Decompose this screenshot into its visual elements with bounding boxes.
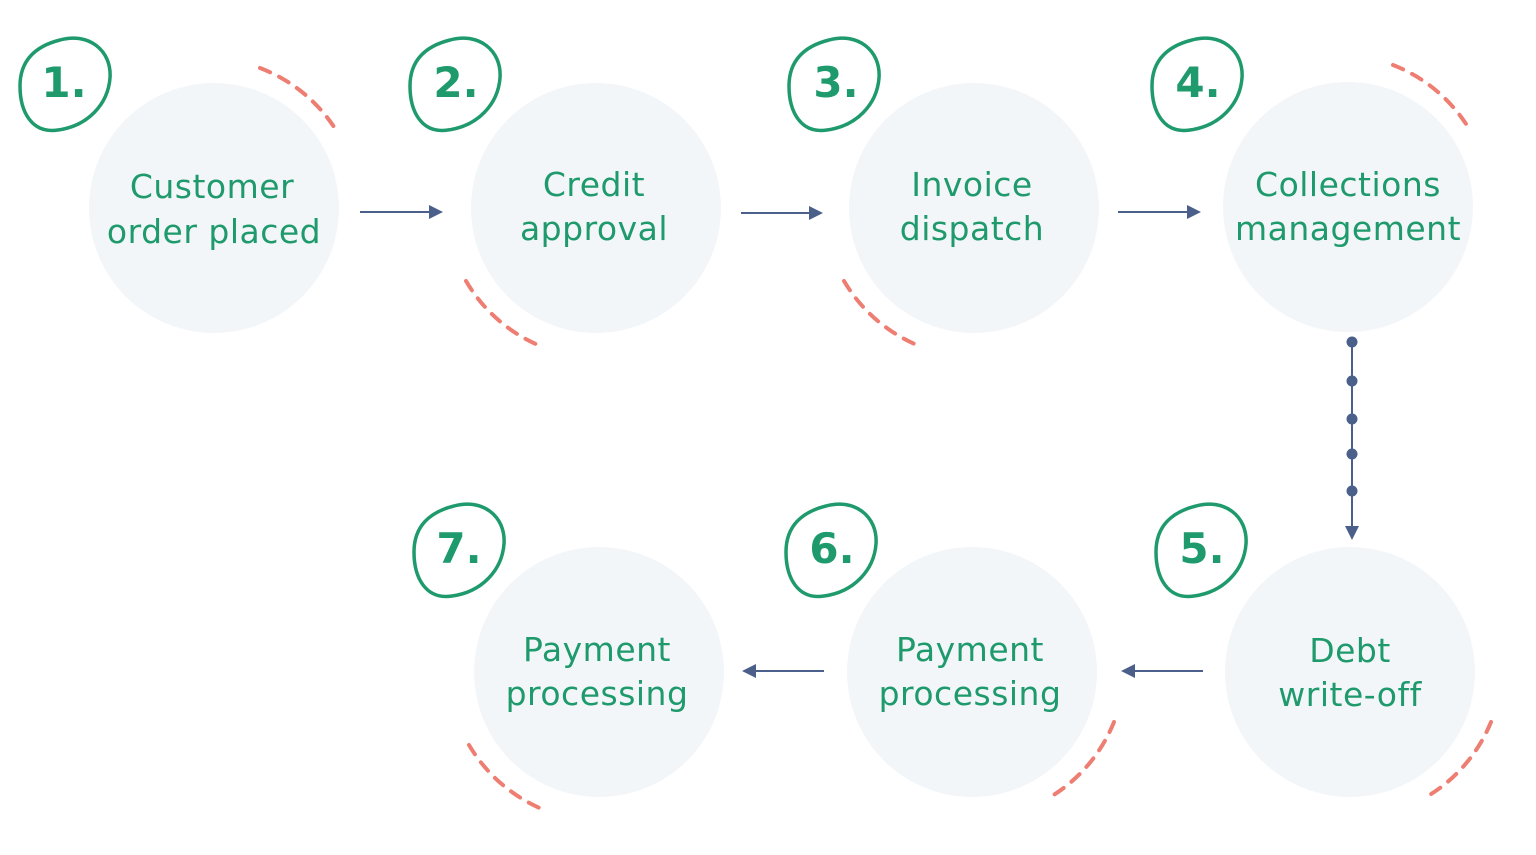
step-7: Payment processing 7. <box>412 502 724 811</box>
step-number: 7. <box>436 524 481 573</box>
step-circle <box>1223 82 1473 332</box>
step-label-line1: Payment <box>523 630 671 669</box>
dashed-accent-arc <box>258 66 338 132</box>
step-number: 5. <box>1179 524 1224 573</box>
step-number-badge: 5. <box>1154 502 1248 599</box>
step-3: Invoice dispatch 3. <box>787 36 1099 347</box>
step-label-line2: dispatch <box>900 209 1044 248</box>
step-1: Customer order placed 1. <box>18 36 339 333</box>
step-number-badge: 6. <box>784 502 878 599</box>
step-circle <box>1225 547 1475 797</box>
step-2: Credit approval 2. <box>408 36 721 347</box>
step-number-badge: 4. <box>1150 36 1244 133</box>
step-number: 2. <box>433 58 478 107</box>
connectors <box>360 205 1359 678</box>
step-label-line1: Customer <box>130 167 294 206</box>
dashed-accent-arc <box>1050 720 1116 798</box>
step-circle <box>849 83 1099 333</box>
arrow-1-to-2 <box>360 205 443 219</box>
step-4: Collections management 4. <box>1150 36 1473 332</box>
step-label-line1: Credit <box>543 165 645 204</box>
step-number: 1. <box>41 58 86 107</box>
arrow-6-to-7 <box>742 664 824 678</box>
dashed-accent-arc <box>1426 720 1493 798</box>
step-number-badge: 2. <box>408 36 502 133</box>
arrow-2-to-3 <box>741 206 823 220</box>
dashed-accent-arc <box>842 279 919 347</box>
dashed-accent-arc <box>467 743 544 811</box>
dashed-accent-arc <box>464 279 540 347</box>
step-label-line1: Collections <box>1255 165 1441 204</box>
step-number-badge: 7. <box>412 502 506 599</box>
step-label-line2: processing <box>506 674 689 713</box>
step-6: Payment processing 6. <box>784 502 1116 798</box>
arrow-5-to-6 <box>1121 664 1203 678</box>
step-number-badge: 3. <box>787 36 881 133</box>
step-number: 3. <box>813 58 858 107</box>
step-number: 4. <box>1175 58 1220 107</box>
step-label-line2: order placed <box>107 212 321 251</box>
step-5: Debt write-off 5. <box>1154 502 1493 798</box>
step-circle <box>89 83 339 333</box>
step-label-line2: approval <box>520 209 668 248</box>
step-circle <box>471 83 721 333</box>
step-label-line2: management <box>1235 209 1461 248</box>
dashed-accent-arc <box>1391 63 1470 129</box>
step-label-line2: processing <box>879 674 1062 713</box>
step-label-line1: Payment <box>896 630 1044 669</box>
step-label-line1: Debt <box>1309 631 1391 670</box>
step-label-line1: Invoice <box>911 165 1032 204</box>
arrow-3-to-4 <box>1118 205 1201 219</box>
step-number-badge: 1. <box>18 36 112 133</box>
step-number: 6. <box>809 524 854 573</box>
step-circle <box>847 547 1097 797</box>
step-circle <box>474 547 724 797</box>
step-label-line2: write-off <box>1278 675 1422 714</box>
dotted-arrow-4-to-5 <box>1345 336 1359 540</box>
